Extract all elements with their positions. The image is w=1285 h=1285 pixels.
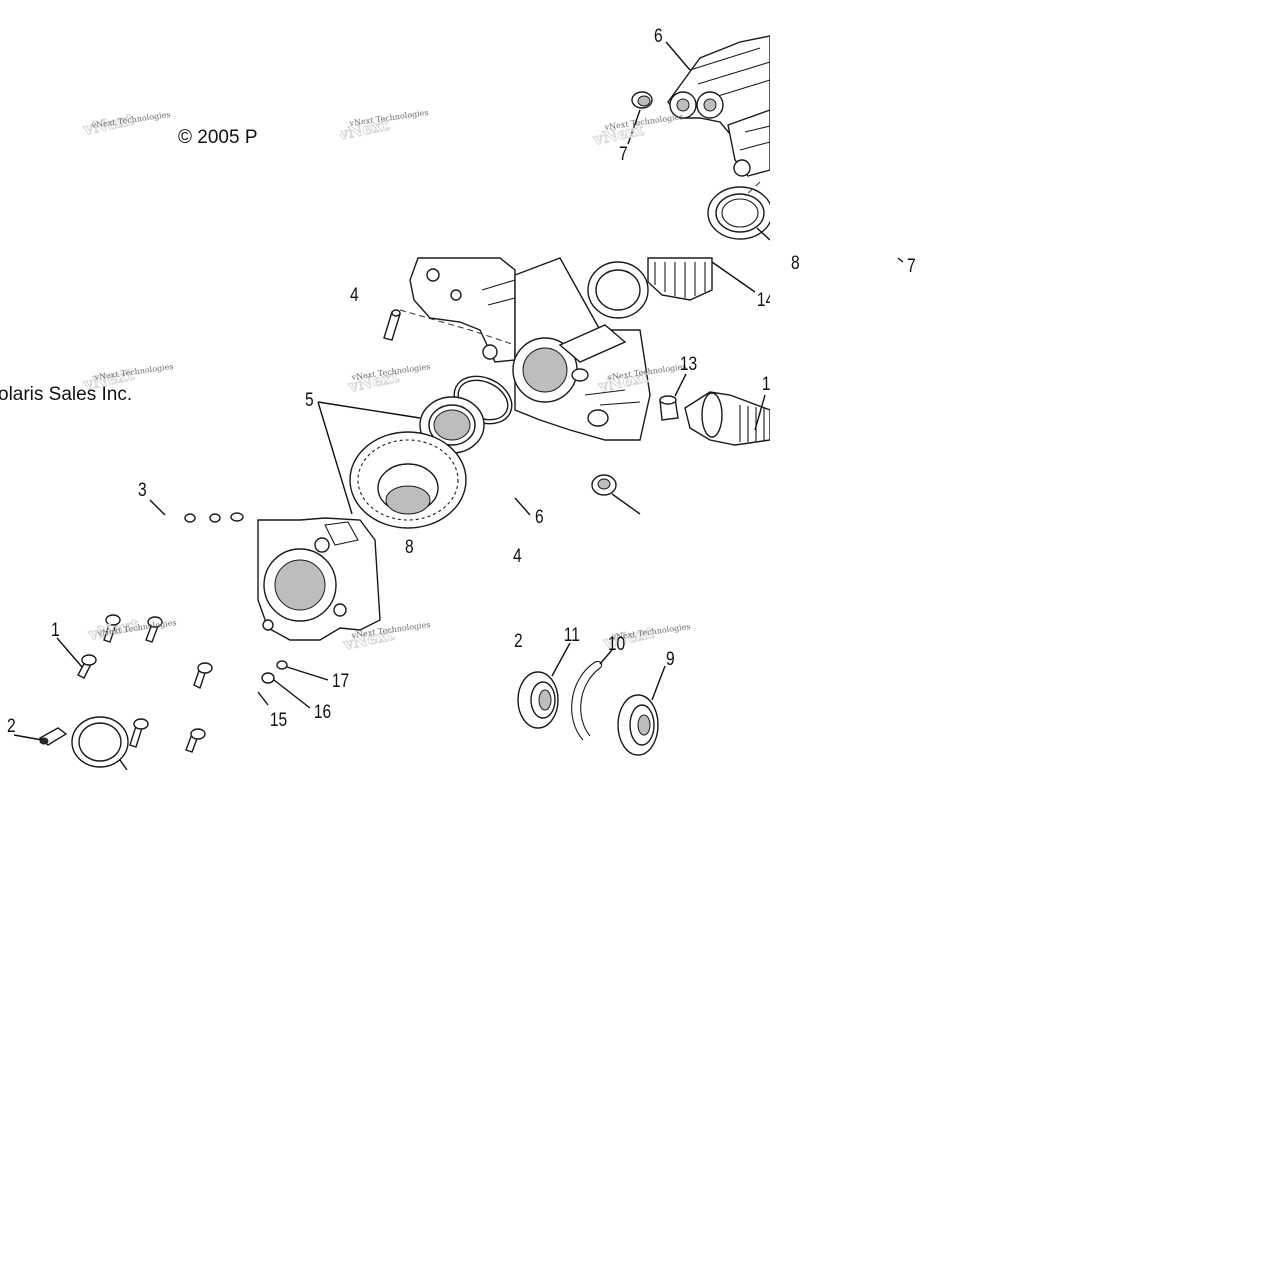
watermarks: vNext vNext Technologies vNext vNext Tec… [80, 108, 691, 655]
tile-bottom-bearings [517, 642, 666, 756]
callout-8-middle: 8 [405, 536, 414, 558]
snap-ring-part-10 [571, 660, 603, 741]
ring-gear [349, 431, 467, 529]
washer-part-17 [276, 660, 288, 670]
seal-part-8-top [707, 186, 773, 240]
callout-6-partial: 6 [535, 506, 544, 528]
copyright-text-left: © 2005 Po [178, 127, 268, 148]
callout-4-top: 4 [350, 284, 359, 306]
tile-bottom-bolts [13, 499, 244, 771]
callout-9: 9 [666, 648, 675, 670]
bolt-5 [129, 718, 149, 748]
callout-17: 17 [332, 670, 349, 692]
differential-case [512, 257, 651, 441]
copyright-text-right: olaris Sales Inc. [0, 384, 132, 405]
callout-8-right-visible: 8 [791, 252, 800, 274]
callout-7-top: 7 [619, 143, 628, 165]
tile-middle-case [512, 257, 771, 515]
callout-13: 13 [680, 353, 697, 375]
callout-2-right: 2 [514, 630, 523, 652]
pin-bottom [38, 727, 68, 746]
bearing-top [587, 261, 649, 319]
bolt-4 [193, 662, 213, 689]
bearing-part-9 [617, 694, 659, 756]
tile-top-housing [627, 35, 773, 241]
tile-bottom-cover [257, 517, 381, 709]
bolt-1 [77, 654, 97, 679]
bolt-6 [185, 728, 206, 753]
housing-flange [409, 257, 516, 363]
dowel-pin-part-4 [383, 309, 401, 341]
bushing-part-7 [631, 91, 653, 109]
tile-middle-gear [317, 257, 531, 529]
callout-3: 3 [138, 479, 147, 501]
callout-2-left: 2 [7, 715, 16, 737]
bolt-3 [145, 616, 163, 643]
end-cover [257, 517, 381, 641]
breather-plug [591, 474, 617, 496]
callout-16: 16 [314, 701, 331, 723]
bearing-part-11 [517, 671, 559, 729]
callout-7-right-visible: 7 [907, 255, 916, 277]
bolt-2 [103, 614, 121, 643]
seal-bottom [71, 716, 129, 768]
housing-bracket [667, 35, 771, 177]
callout-1: 1 [51, 619, 60, 641]
callout-15: 15 [270, 709, 287, 731]
pinion-shaft-part-12 [684, 391, 771, 446]
plug-part-16 [261, 672, 275, 684]
callout-5: 5 [305, 389, 314, 411]
callout-6-top: 6 [654, 25, 663, 47]
callout-11: 11 [564, 624, 580, 646]
callout-4-partial: 4 [513, 545, 522, 567]
callout-10: 10 [608, 633, 625, 655]
pin-part-13 [659, 395, 679, 421]
small-parts-row [184, 512, 244, 523]
gear-part-14 [647, 257, 713, 301]
